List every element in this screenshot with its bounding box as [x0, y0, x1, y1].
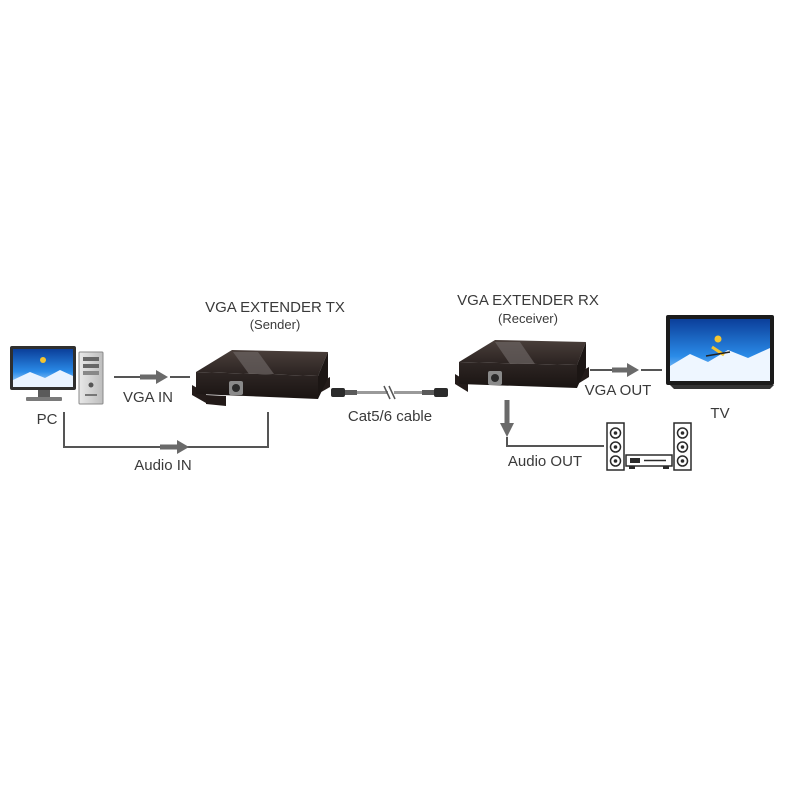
- stereo-speakers-icon: [606, 422, 692, 471]
- tv-label: TV: [710, 405, 729, 422]
- television-icon: [666, 315, 774, 389]
- vga-out-arrow: [590, 363, 662, 377]
- network-cable-icon: [331, 385, 448, 400]
- audio-in-line: [63, 412, 269, 454]
- vga-in-arrow: [114, 370, 190, 384]
- audio-in-label: Audio IN: [134, 457, 192, 474]
- audio-out-line: [500, 400, 604, 447]
- vga-in-label: VGA IN: [123, 389, 173, 406]
- rx-title: VGA EXTENDER RX: [457, 292, 599, 309]
- rx-subtitle: (Receiver): [498, 311, 558, 326]
- cable-label: Cat5/6 cable: [348, 408, 432, 425]
- pc-label: PC: [37, 411, 58, 428]
- desktop-computer-icon: [10, 346, 104, 405]
- audio-out-label: Audio OUT: [508, 453, 582, 470]
- tx-title: VGA EXTENDER TX: [205, 299, 345, 316]
- tx-subtitle: (Sender): [250, 317, 301, 332]
- rx-extender-box: [455, 340, 589, 392]
- tx-extender-box: [192, 350, 330, 406]
- vga-out-label: VGA OUT: [585, 382, 652, 399]
